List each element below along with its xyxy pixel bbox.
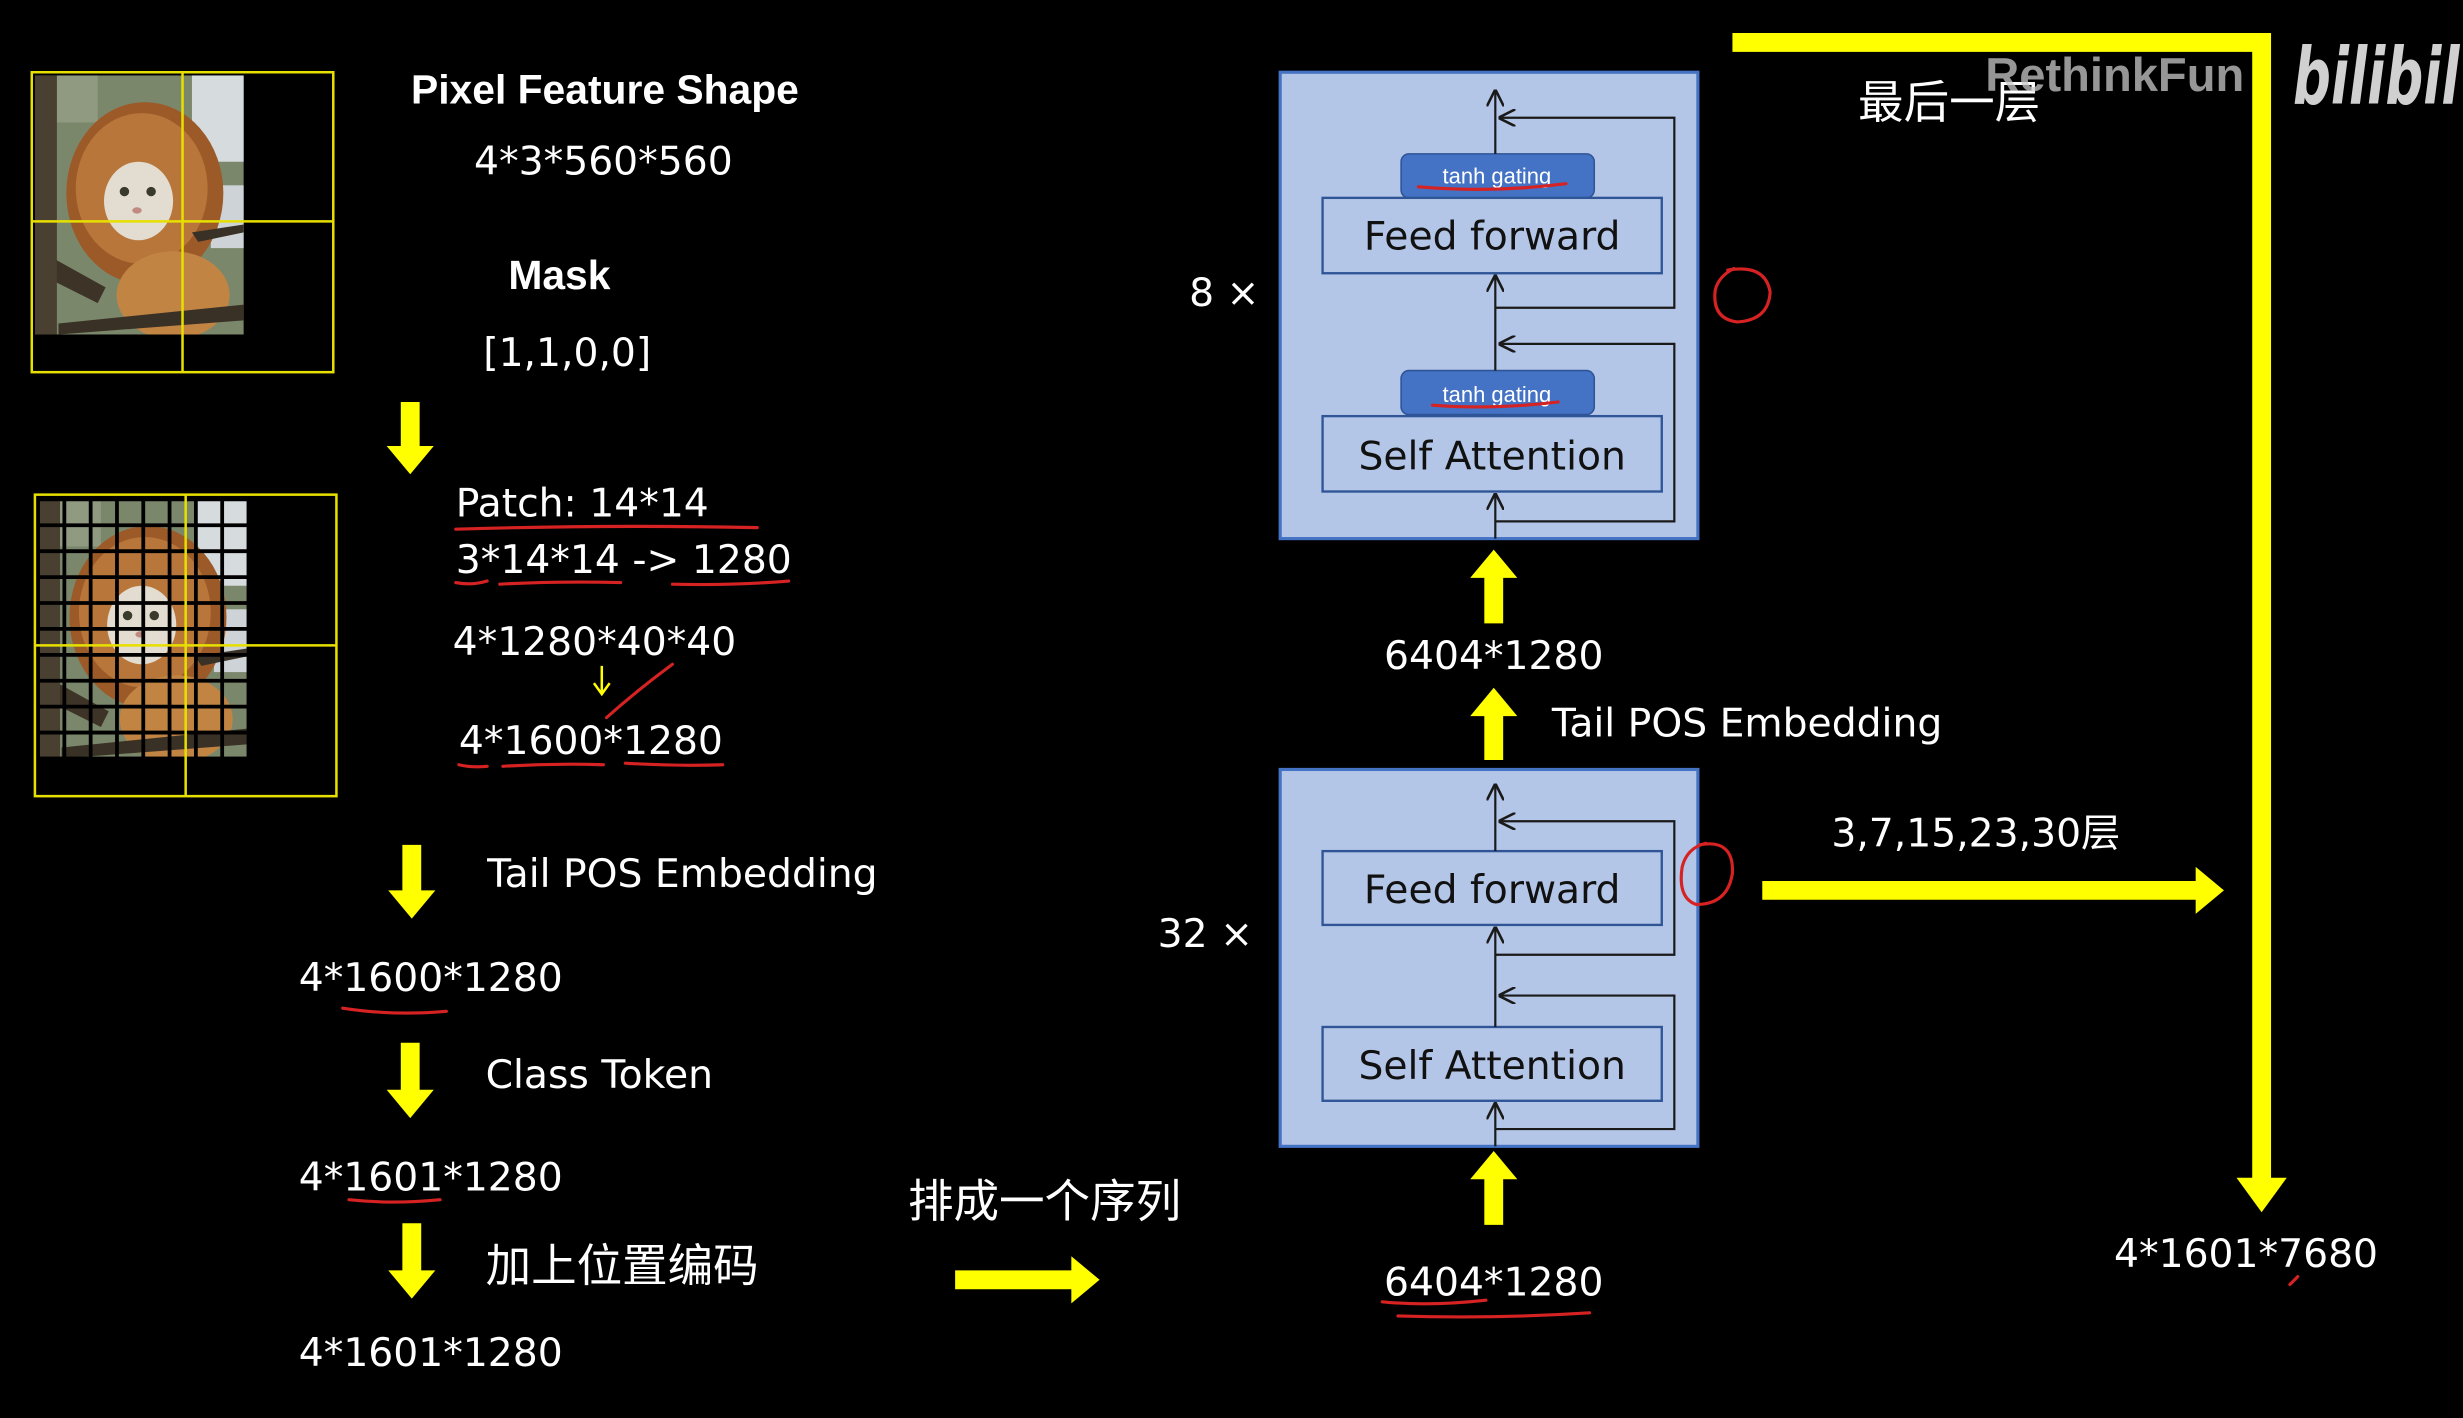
encoder-input-shape: 6404*1280 [1384,1261,1603,1306]
tanh-gating-attn-label: tanh gating [1443,382,1552,407]
pixel-feature-shape-title: Pixel Feature Shape [411,67,799,113]
patch-size-label: Patch: 14*14 [456,482,709,527]
image-grid-2-patches [33,493,338,798]
residual-connector [1495,821,1676,956]
sequence-label: 排成一个序列 [908,1175,1181,1228]
flatten-output-shape: 4*1600*1280 [459,719,723,764]
between-shape: 6404*1280 [1384,634,1603,679]
red-underline-annotation [501,762,605,768]
tail-pos-output-shape: 4*1600*1280 [299,956,563,1001]
feed-forward-label: Feed forward [1364,868,1621,913]
flow-arrow-right [1762,866,2224,914]
residual-connector [1495,118,1676,309]
feed-forward-label: Feed forward [1364,215,1621,260]
mask-value: [1,1,0,0] [483,331,651,376]
flow-arrow-right [955,1256,1100,1304]
red-underline-annotation [1416,182,1568,191]
red-slash-annotation [604,662,675,720]
position-encoding-output-shape: 4*1601*1280 [299,1331,563,1376]
last-layer-label: 最后一层 [1858,76,2040,129]
patch-projection-label: 3*14*14 -> 1280 [456,538,792,583]
global-encoder-block: tanh gating Feed forward tanh gating Sel… [1278,70,1700,541]
red-annotations [341,182,2300,1319]
flow-arrow-down [388,844,436,919]
conv-output-shape: 4*1280*40*40 [453,620,737,665]
residual-connector [1495,996,1676,1131]
self-attention-box [1321,1025,1663,1102]
local-encoder-block: Feed forward Self Attention [1278,767,1700,1148]
tanh-gating-ffn-label: tanh gating [1443,164,1552,189]
mask-title: Mask [508,252,610,298]
red-underline-annotation [1396,1311,1592,1319]
self-attention-label: Self Attention [1358,1044,1625,1089]
red-underline-annotation [623,761,725,767]
red-underline-annotation [1430,400,1560,409]
red-circle-annotation [1713,266,1772,324]
flow-arrow-up [1470,549,1518,624]
flow-arrow-up [1470,1151,1518,1225]
flow-arrow-down [386,402,434,475]
last-layer-flow-arrow [1732,32,2287,1213]
red-tick-annotation [2288,1275,2300,1287]
global-encoder-repeat: 8 × [1189,271,1259,316]
tail-pos-embedding-label: Tail POS Embedding [486,852,877,897]
patch-grid-overlay [36,497,251,761]
red-underline-annotation [1380,1298,1488,1306]
red-underline-annotation [454,579,489,586]
final-output-shape: 4*1601*7680 [2114,1232,2378,1277]
class-token-output-shape: 4*1601*1280 [299,1155,563,1200]
local-encoder-repeat: 32 × [1158,912,1253,957]
red-underline-annotation [454,524,759,531]
flow-arrow-down [386,1042,434,1119]
flow-arrow-down [388,1223,436,1299]
red-circle-annotation [1679,841,1735,907]
cat-photo-original [35,75,244,339]
channel-watermark: RethinkFun [1985,48,2244,101]
flow-arrow-up [1470,687,1518,761]
image-grid-1 [30,70,335,374]
self-attention-label: Self Attention [1358,435,1625,480]
red-underline-annotation [498,580,623,586]
small-down-arrow [592,665,611,697]
residual-connector [1495,344,1676,523]
class-token-label: Class Token [486,1053,713,1098]
red-underline-annotation [341,1006,448,1015]
tail-pos-embedding-right-label: Tail POS Embedding [1551,701,1942,746]
bilibili-logo: bilibil [2293,31,2460,123]
self-attention-box [1321,414,1663,493]
red-underline-annotation [457,763,489,769]
feed-forward-box [1321,196,1663,275]
intermediate-layers-label: 3,7,15,23,30层 [1831,811,2120,856]
pixel-feature-shape-value: 4*3*560*560 [474,139,733,184]
add-position-encoding-label: 加上位置编码 [486,1239,759,1292]
red-underline-annotation [347,1198,442,1204]
feed-forward-box [1321,849,1663,927]
red-underline-annotation [670,579,791,587]
